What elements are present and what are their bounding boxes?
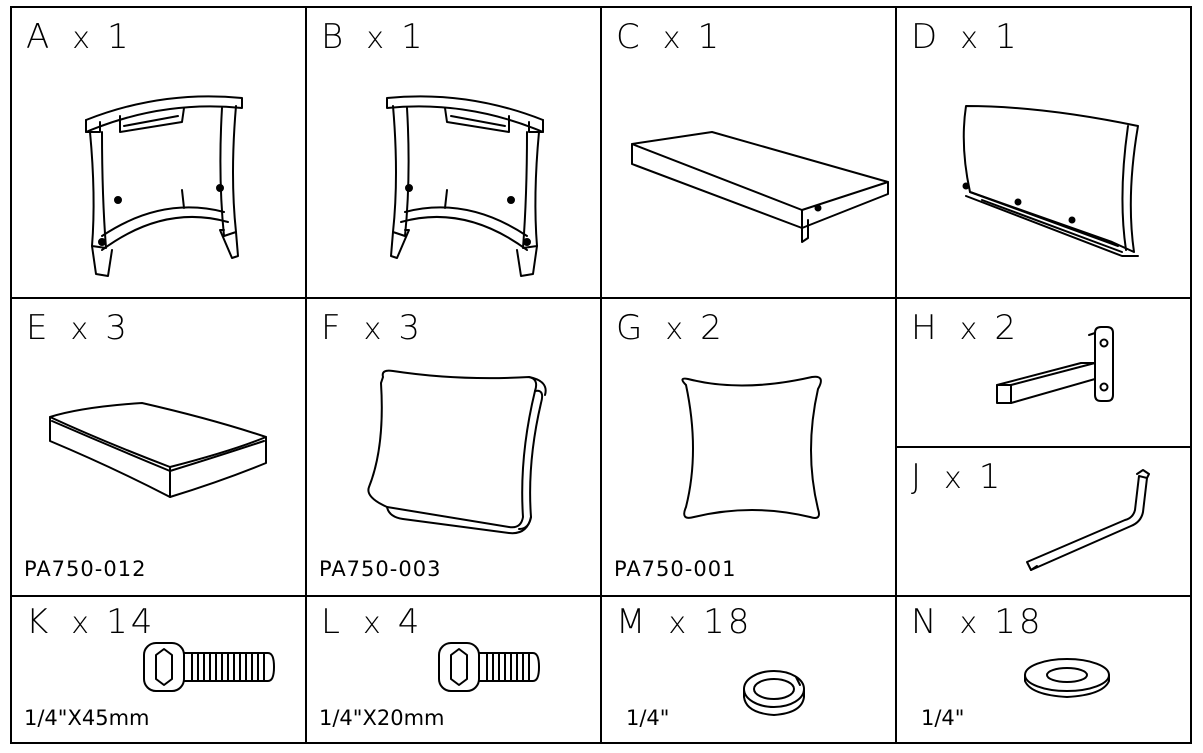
part-letter: K: [26, 602, 52, 642]
throw-pillow-icon: [681, 375, 822, 519]
part-times: x: [668, 606, 690, 641]
part-times: x: [665, 312, 687, 347]
part-code: PA750-012: [24, 557, 147, 581]
part-letter: B: [321, 17, 347, 57]
part-quantity: 2: [700, 308, 725, 348]
part-size: 1/4": [626, 706, 670, 730]
part-size: 1/4"X20mm: [319, 706, 445, 730]
part-letter: C: [616, 17, 643, 57]
hex-bolt-icon: [438, 642, 540, 692]
part-quantity: 3: [105, 308, 130, 348]
part-letter: G: [616, 308, 646, 348]
part-letter: H: [911, 308, 940, 348]
part-times: x: [944, 461, 965, 496]
part-quantity: 14: [106, 602, 156, 642]
bracket-icon: [996, 326, 1114, 404]
chair-side-frame-icon: [386, 95, 544, 277]
part-code: PA750-001: [614, 557, 737, 581]
part-times: x: [366, 21, 388, 56]
chair-side-frame-icon: [85, 95, 243, 277]
part-quantity: 2: [994, 308, 1019, 348]
part-letter: F: [321, 308, 344, 348]
part-times: x: [72, 21, 94, 56]
part-letter: D: [911, 17, 941, 57]
part-times: x: [662, 21, 684, 56]
backrest-icon: [962, 105, 1139, 257]
part-quantity: 3: [398, 308, 423, 348]
part-letter: M: [616, 602, 649, 642]
part-quantity: 1: [978, 457, 1004, 497]
part-times: x: [71, 606, 93, 641]
part-size: 1/4": [921, 706, 965, 730]
part-quantity: 1: [697, 17, 723, 57]
part-letter: A: [26, 17, 53, 57]
back-cushion-icon: [367, 369, 547, 535]
part-quantity: 4: [397, 602, 423, 642]
part-times: x: [959, 606, 981, 641]
allen-key-icon: [1026, 469, 1150, 571]
part-code: PA750-003: [319, 557, 442, 581]
part-times: x: [362, 606, 384, 641]
part-times: x: [363, 312, 385, 347]
hex-bolt-icon: [143, 642, 275, 692]
part-quantity: 1: [994, 17, 1020, 57]
part-letter: E: [26, 308, 51, 348]
seat-panel-icon: [631, 131, 889, 243]
part-letter: L: [321, 602, 343, 642]
flat-washer-icon: [1024, 658, 1110, 698]
part-times: x: [70, 312, 92, 347]
part-quantity: 18: [994, 602, 1044, 642]
part-times: x: [960, 21, 981, 56]
part-letter: J: [911, 457, 925, 497]
part-times: x: [959, 312, 981, 347]
part-letter: N: [911, 602, 940, 642]
part-quantity: 1: [401, 17, 426, 57]
part-size: 1/4"X45mm: [24, 706, 150, 730]
spring-washer-icon: [743, 670, 805, 716]
part-quantity: 1: [107, 17, 132, 57]
part-quantity: 18: [703, 602, 753, 642]
seat-cushion-icon: [49, 402, 267, 498]
